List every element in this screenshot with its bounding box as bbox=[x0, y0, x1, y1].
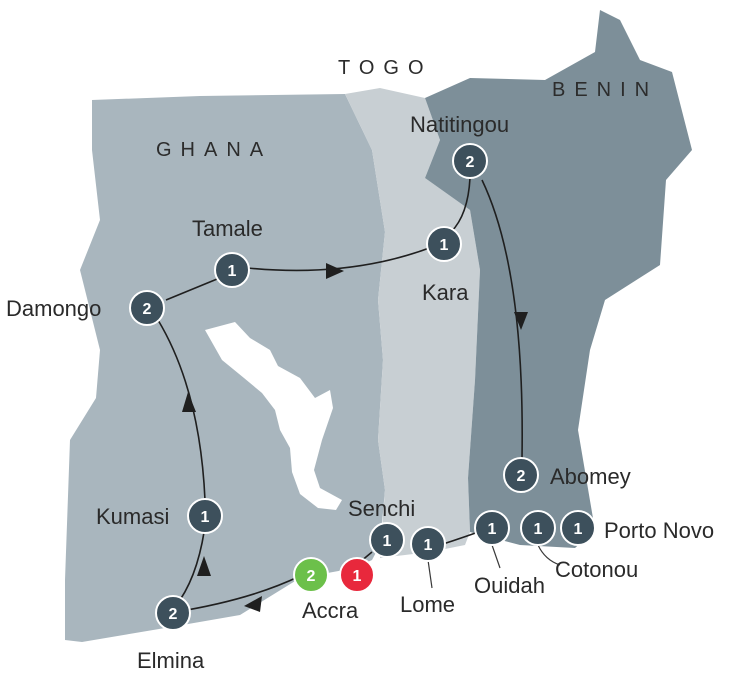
benin-region bbox=[425, 10, 692, 548]
night-count: 2 bbox=[143, 301, 152, 318]
stop-badge-tamale[interactable]: 1 bbox=[214, 252, 250, 288]
night-count: 1 bbox=[424, 537, 433, 554]
stop-badge-kumasi[interactable]: 1 bbox=[187, 498, 223, 534]
city-label-damongo: Damongo bbox=[6, 296, 101, 321]
night-count-badge-icon bbox=[503, 457, 539, 493]
country-label-benin: BENIN bbox=[552, 79, 658, 101]
stop-badge-natitingou[interactable]: 2 bbox=[452, 143, 488, 179]
arrow-icon bbox=[514, 312, 528, 330]
night-count-badge-icon bbox=[187, 498, 223, 534]
arrow-icon bbox=[182, 392, 196, 412]
arrow-icon bbox=[326, 263, 344, 279]
stop-badge-abomey[interactable]: 2 bbox=[503, 457, 539, 493]
arrow-icon bbox=[244, 596, 262, 612]
stop-badge-elmina[interactable]: 2 bbox=[155, 595, 191, 631]
stop-badge-ouidah[interactable]: 1 bbox=[474, 510, 510, 546]
country-label-ghana: GHANA bbox=[156, 139, 272, 161]
night-count: 1 bbox=[228, 263, 237, 280]
night-count: 1 bbox=[353, 568, 362, 585]
city-label-lome: Lome bbox=[400, 592, 455, 617]
stop-badge-lome[interactable]: 1 bbox=[410, 526, 446, 562]
ghana-region bbox=[65, 94, 385, 642]
city-label-accra: Accra bbox=[302, 598, 359, 623]
route-arrows bbox=[182, 263, 528, 612]
stop-badge-senchi[interactable]: 1 bbox=[369, 522, 405, 558]
night-count-badge-icon bbox=[560, 510, 596, 546]
night-count-badge-icon bbox=[339, 557, 375, 593]
night-count: 1 bbox=[534, 521, 543, 538]
city-label-porto_novo: Porto Novo bbox=[604, 518, 714, 543]
night-count-badge-icon bbox=[155, 595, 191, 631]
arrow-icon bbox=[197, 556, 211, 576]
city-label-elmina: Elmina bbox=[137, 648, 205, 673]
route-natitingou-abomey bbox=[481, 179, 523, 459]
night-count: 2 bbox=[517, 468, 526, 485]
night-count: 1 bbox=[201, 509, 210, 526]
stop-badge-porto_novo[interactable]: 1 bbox=[560, 510, 596, 546]
leader-lines bbox=[427, 544, 561, 589]
country-label-togo: TOGO bbox=[338, 57, 433, 79]
route-tamale-kara bbox=[247, 246, 433, 272]
night-count: 1 bbox=[383, 533, 392, 550]
night-count: 2 bbox=[466, 154, 475, 171]
city-label-ouidah: Ouidah bbox=[474, 573, 545, 598]
night-count-badge-icon bbox=[452, 143, 488, 179]
stop-badge-kara[interactable]: 1 bbox=[426, 226, 462, 262]
night-count: 1 bbox=[440, 237, 449, 254]
leader-ouidah bbox=[491, 544, 501, 569]
leader-lome bbox=[427, 559, 433, 589]
night-count: 2 bbox=[307, 568, 316, 585]
night-count: 2 bbox=[169, 606, 178, 623]
route-damongo-tamale bbox=[165, 276, 223, 301]
city-label-tamale: Tamale bbox=[192, 216, 263, 241]
night-count: 1 bbox=[488, 521, 497, 538]
city-label-senchi: Senchi bbox=[348, 496, 415, 521]
route-accra-elmina bbox=[174, 575, 301, 613]
night-count-badge-icon bbox=[410, 526, 446, 562]
stop-badge-accra-start[interactable]: 2 bbox=[293, 557, 329, 593]
city-label-kara: Kara bbox=[422, 280, 469, 305]
night-count-badge-icon bbox=[474, 510, 510, 546]
night-count-badge-icon bbox=[214, 252, 250, 288]
night-count-badge-icon bbox=[426, 226, 462, 262]
leader-cotonou bbox=[537, 544, 561, 566]
city-label-abomey: Abomey bbox=[550, 464, 631, 489]
stops-layer: 2Natitingou1Kara1Tamale2Damongo1Kumasi2E… bbox=[6, 112, 714, 673]
night-count-badge-icon bbox=[369, 522, 405, 558]
city-label-kumasi: Kumasi bbox=[96, 504, 169, 529]
night-count-badge-icon bbox=[520, 510, 556, 546]
night-count-badge-icon bbox=[293, 557, 329, 593]
city-label-cotonou: Cotonou bbox=[555, 557, 638, 582]
night-count: 1 bbox=[574, 521, 583, 538]
stop-badge-damongo[interactable]: 2 bbox=[129, 290, 165, 326]
city-label-natitingou: Natitingou bbox=[410, 112, 509, 137]
night-count-badge-icon bbox=[129, 290, 165, 326]
stop-badge-cotonou[interactable]: 1 bbox=[520, 510, 556, 546]
stop-badge-accra-end[interactable]: 1 bbox=[339, 557, 375, 593]
togo-region bbox=[345, 88, 480, 558]
lake-volta bbox=[205, 322, 342, 510]
